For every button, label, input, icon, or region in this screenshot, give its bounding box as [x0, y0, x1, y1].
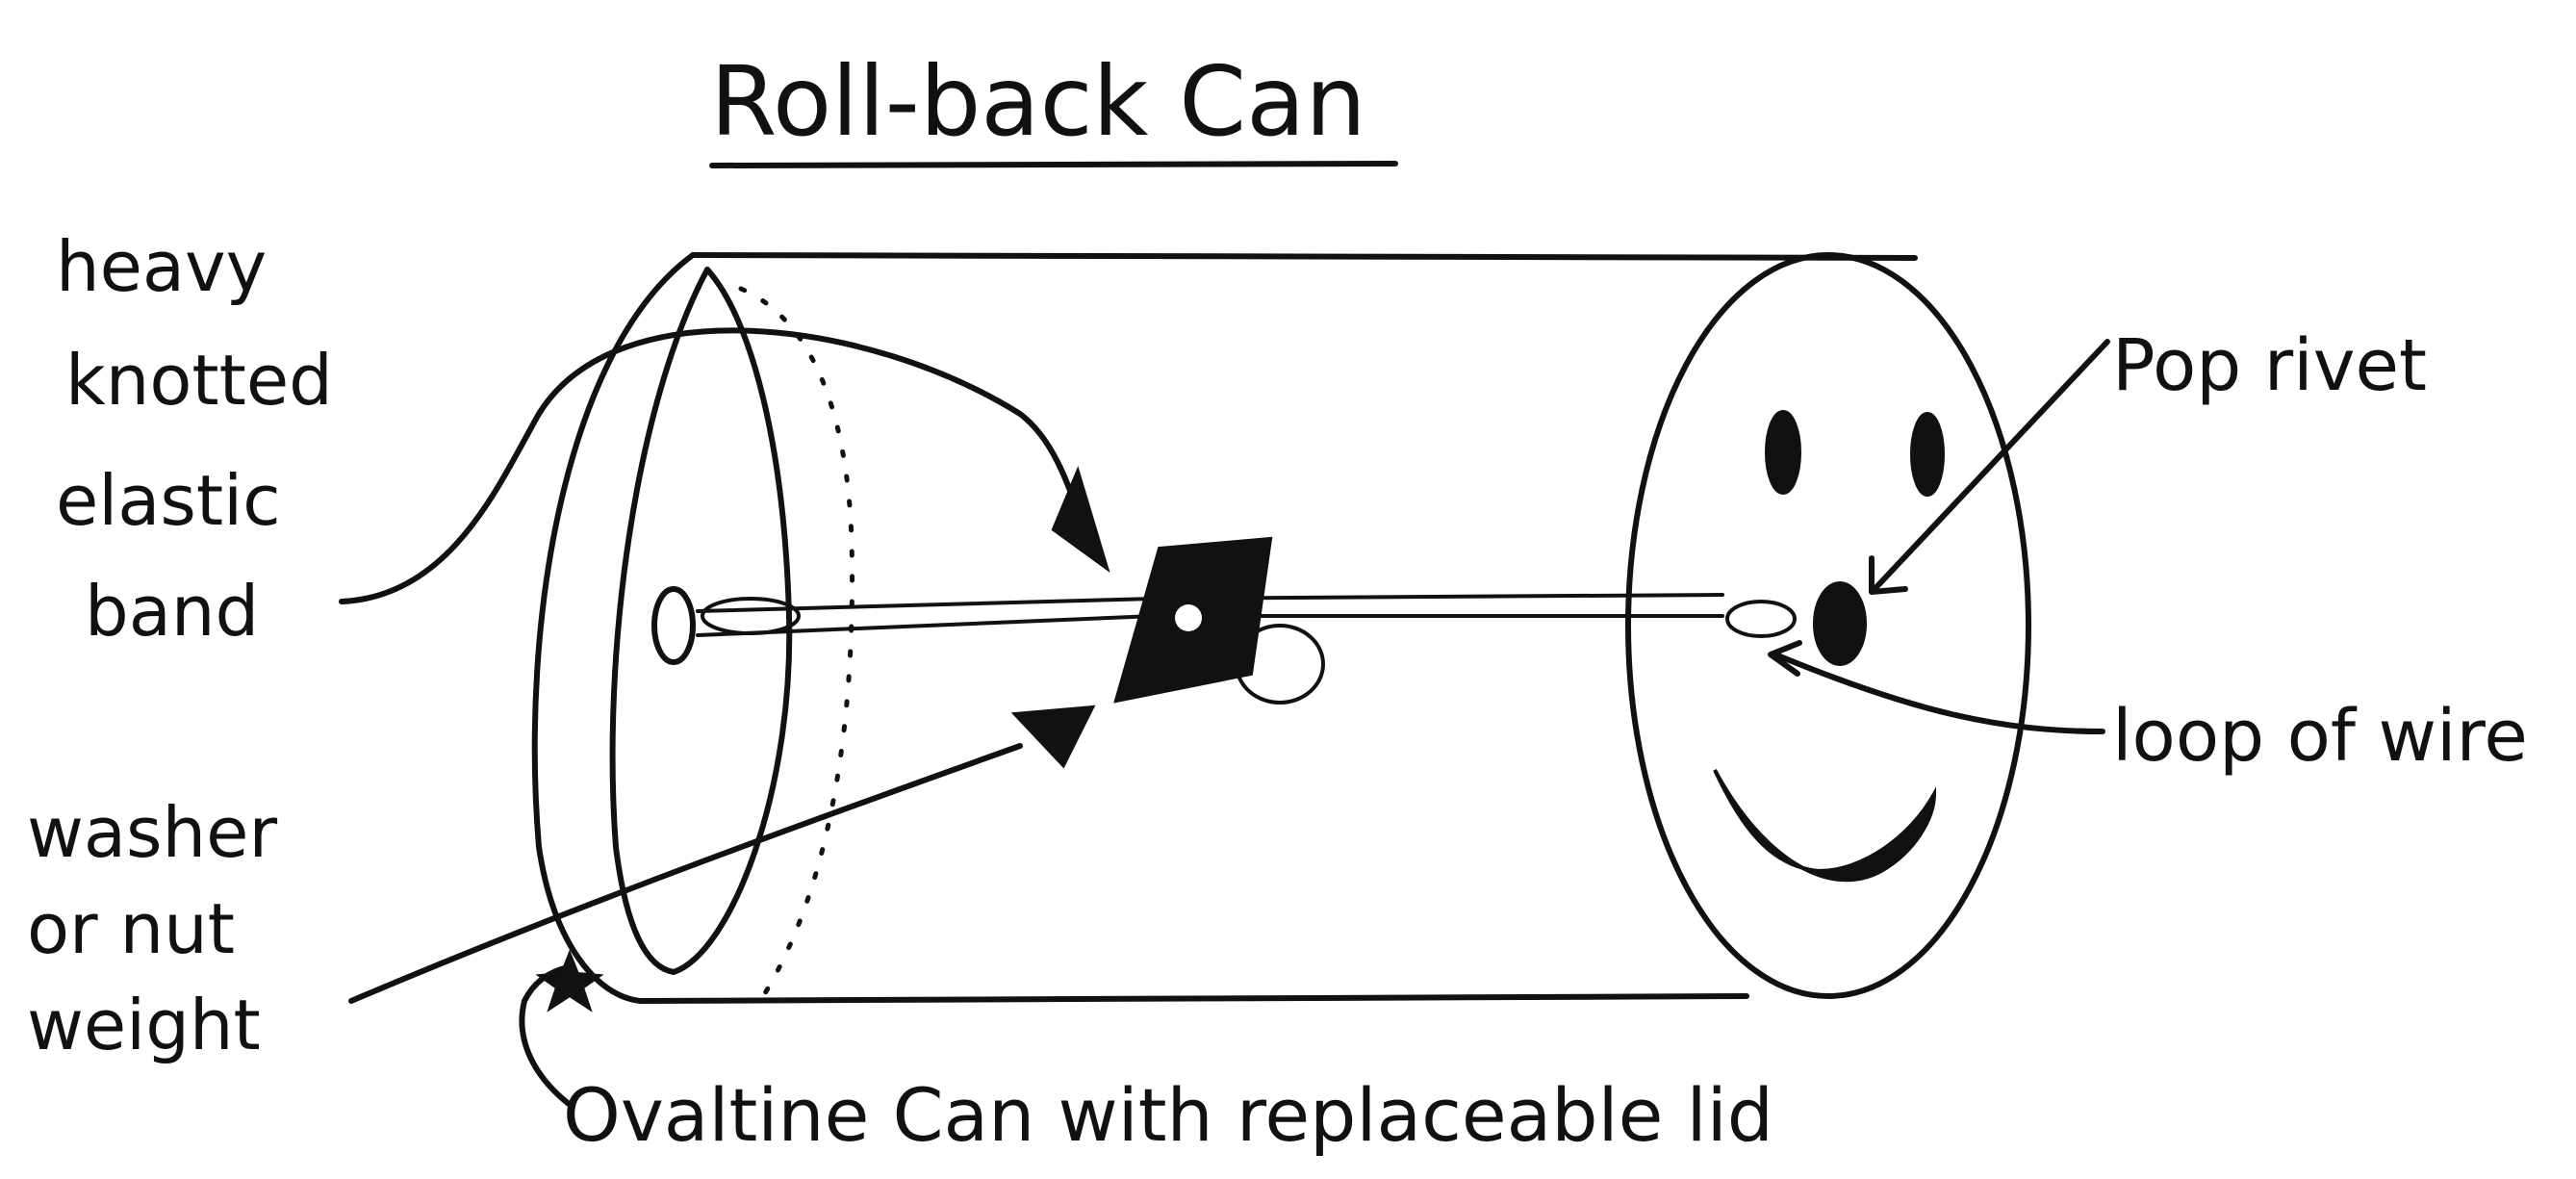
weight-label-line-1: washer [27, 792, 277, 873]
leader-lines [339, 327, 2110, 1110]
wire-leader [1773, 652, 2105, 734]
loop-of-wire-label: loop of wire [2112, 695, 2528, 778]
elastic-label-line-3: elastic [56, 460, 281, 541]
right-eye [1910, 412, 1945, 497]
left-elastic-loop [701, 597, 801, 635]
elastic-label-line-2: knotted [65, 340, 333, 421]
can-lid-dotted-edge [738, 286, 855, 1004]
elastic-band-assembly [651, 536, 1797, 705]
weight-arrowhead [1010, 705, 1096, 769]
elastic-leader [339, 327, 1090, 604]
can-label: Ovaltine Can with replaceable lid [563, 1072, 1773, 1158]
can-star-mark [535, 949, 604, 1012]
diagram-title: Roll-back Can [710, 45, 1366, 158]
ovaltine-can [531, 252, 2031, 1004]
elastic-arrowhead [1051, 466, 1110, 574]
rivet-arrowhead [1869, 555, 1908, 595]
rivet-leader [1874, 339, 2110, 590]
left-anchor-hole [651, 586, 696, 665]
elastic-label-line-1: heavy [56, 226, 267, 307]
weight-label-line-3: weight [27, 985, 261, 1065]
elastic-label-line-4: band [85, 571, 259, 652]
pop-rivet-label: Pop rivet [2112, 324, 2427, 407]
can-lid-rim-inner [609, 267, 793, 975]
left-eye [1765, 410, 1801, 495]
smiley-face [1713, 410, 1945, 883]
weight-leader [348, 743, 1023, 1004]
pop-rivet-mark [1813, 581, 1867, 666]
wire-arrowhead [1768, 640, 1802, 677]
can-bottom-edge [637, 993, 1749, 1004]
smile [1713, 769, 1937, 883]
weight-label-line-2: or nut [27, 888, 235, 969]
can-right-end [1625, 252, 2031, 999]
title-underline [709, 161, 1398, 168]
can-top-edge [690, 252, 1918, 261]
knot-loop [1235, 624, 1325, 705]
weight-center-highlight [1175, 604, 1202, 631]
wire-loop [1725, 600, 1797, 638]
